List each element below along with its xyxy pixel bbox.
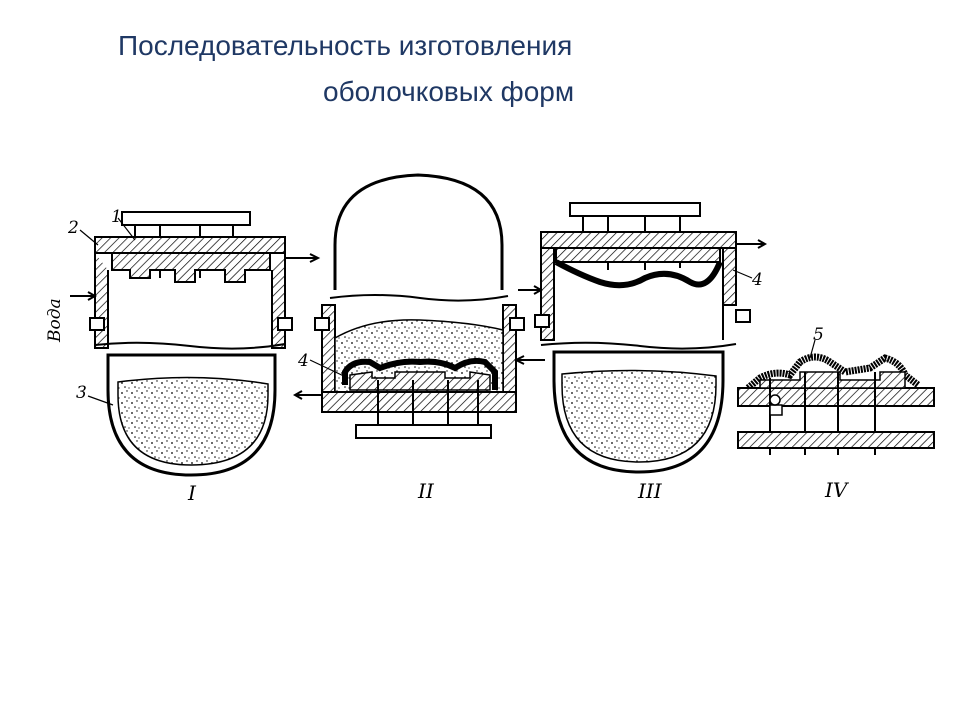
water-label: Вода <box>45 298 65 343</box>
stage-2-group <box>292 173 545 439</box>
stage-label-1: I <box>187 481 197 505</box>
stage-label-3: III <box>637 479 663 503</box>
stage-1-top-plate <box>121 211 251 226</box>
stage-label-4: IV <box>824 478 850 502</box>
callout-2: 2 <box>67 218 79 238</box>
stage-label-2: II <box>417 479 435 503</box>
stage-1-group <box>70 211 321 477</box>
callout-4-stage-3: 4 <box>751 270 763 290</box>
callout-4-stage-2: 4 <box>297 351 309 371</box>
callout-1: 1 <box>111 207 122 227</box>
slide-title-line-1: Последовательность изготовления <box>118 30 573 61</box>
slide-title-line-2: оболочковых форм <box>323 76 575 107</box>
callout-3: 3 <box>76 383 87 403</box>
callout-5: 5 <box>813 325 824 345</box>
stage-4-group <box>737 339 935 455</box>
stage-3-group <box>518 202 768 474</box>
